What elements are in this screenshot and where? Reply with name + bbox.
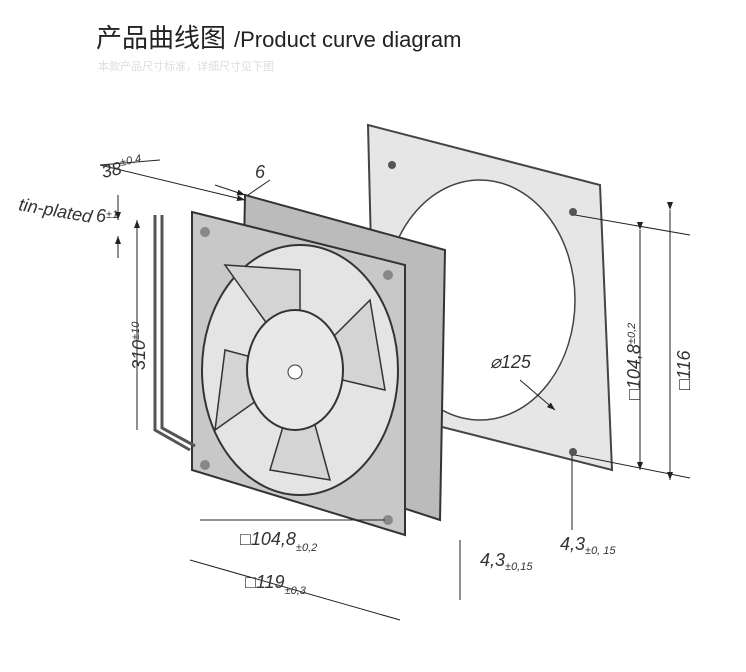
lead-strip-dim: 6±1 [96, 206, 118, 226]
tin-plated-label: tin-plated [17, 194, 94, 227]
hole-pitch-horizontal-dim: □104,8±0,2 [240, 529, 317, 554]
title-en: /Product curve diagram [234, 27, 462, 52]
hole-diameter-dim: ⌀125 [490, 352, 532, 372]
depth-dim: 38±0.4 [99, 153, 144, 182]
subtitle: 本款产品尺寸标准，详细尺寸见下图 [98, 61, 274, 73]
size-vertical-dim: □116 [674, 349, 694, 390]
size-horizontal-dim: □119±0,3 [245, 572, 307, 597]
page-title: 产品曲线图/Product curve diagram [96, 18, 461, 55]
title-cn: 产品曲线图 [96, 23, 227, 53]
hole-diameter-1-dim: 4,3±0,15 [480, 550, 533, 573]
hole-pitch-vertical-dim: □104,8±0,2 [624, 323, 644, 400]
lead-wires [153, 215, 196, 452]
hole-diameter-2-dim: 4,3±0, 15 [560, 534, 616, 557]
flange-dim: 6 [255, 162, 266, 182]
lead-length-dim: 310±10 [129, 321, 149, 370]
